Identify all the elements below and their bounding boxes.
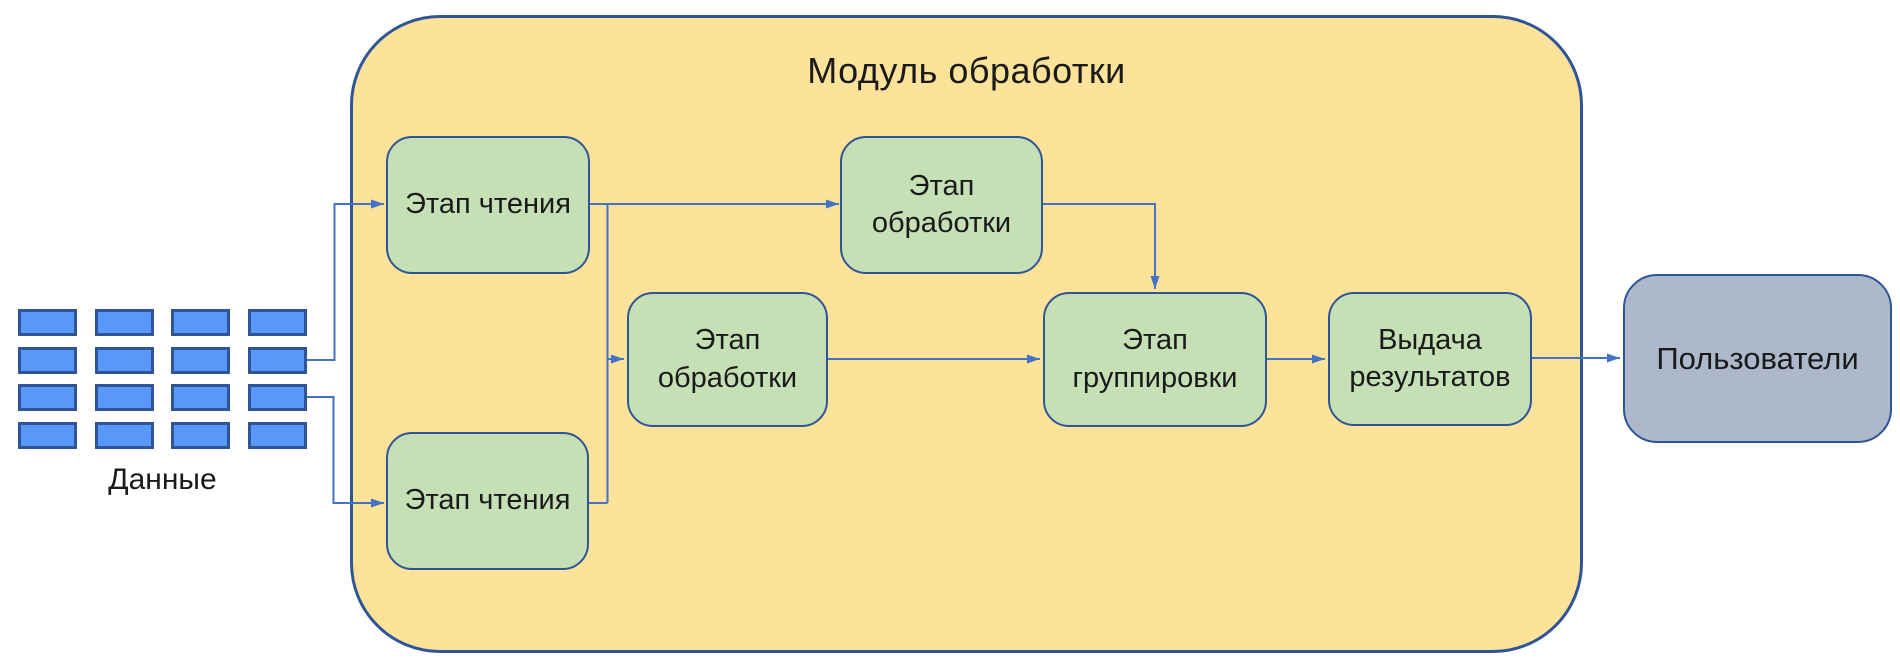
data-block	[94, 384, 154, 411]
node-reading-stage-top-label: Этап чтения	[405, 188, 571, 221]
data-block	[18, 346, 77, 374]
data-source-label: Данные	[108, 463, 217, 496]
node-reading-stage-bottom: Этап чтения	[386, 432, 589, 570]
data-block	[94, 346, 154, 374]
data-block	[94, 421, 154, 449]
node-grouping-stage: Этап группировки	[1043, 292, 1267, 427]
node-results-output: Выдача результатов	[1328, 292, 1532, 426]
node-processing-stage-top: Этап обработки	[840, 136, 1043, 274]
node-users-label: Пользователи	[1656, 340, 1859, 376]
data-source-grid	[18, 309, 307, 449]
data-block	[171, 384, 230, 411]
node-reading-stage-bottom-label: Этап чтения	[404, 484, 571, 517]
node-results-output-label: Выдача результатов	[1349, 323, 1511, 393]
data-block	[171, 421, 230, 449]
data-block	[18, 421, 77, 449]
node-grouping-stage-label: Этап группировки	[1072, 324, 1238, 394]
processing-module-title: Модуль обработки	[807, 50, 1126, 91]
node-reading-stage-top: Этап чтения	[386, 136, 590, 274]
data-block	[247, 309, 307, 336]
data-block	[171, 346, 230, 374]
data-block	[94, 309, 154, 336]
node-processing-stage-mid-label: Этап обработки	[657, 324, 798, 394]
data-block	[18, 384, 77, 411]
node-users: Пользователи	[1623, 274, 1892, 443]
data-block	[247, 421, 307, 449]
node-processing-stage-top-label: Этап обработки	[871, 169, 1012, 239]
data-block	[247, 346, 307, 374]
data-block	[247, 384, 307, 411]
node-processing-stage-mid: Этап обработки	[627, 292, 828, 427]
data-block	[18, 309, 77, 336]
data-block	[171, 309, 230, 336]
